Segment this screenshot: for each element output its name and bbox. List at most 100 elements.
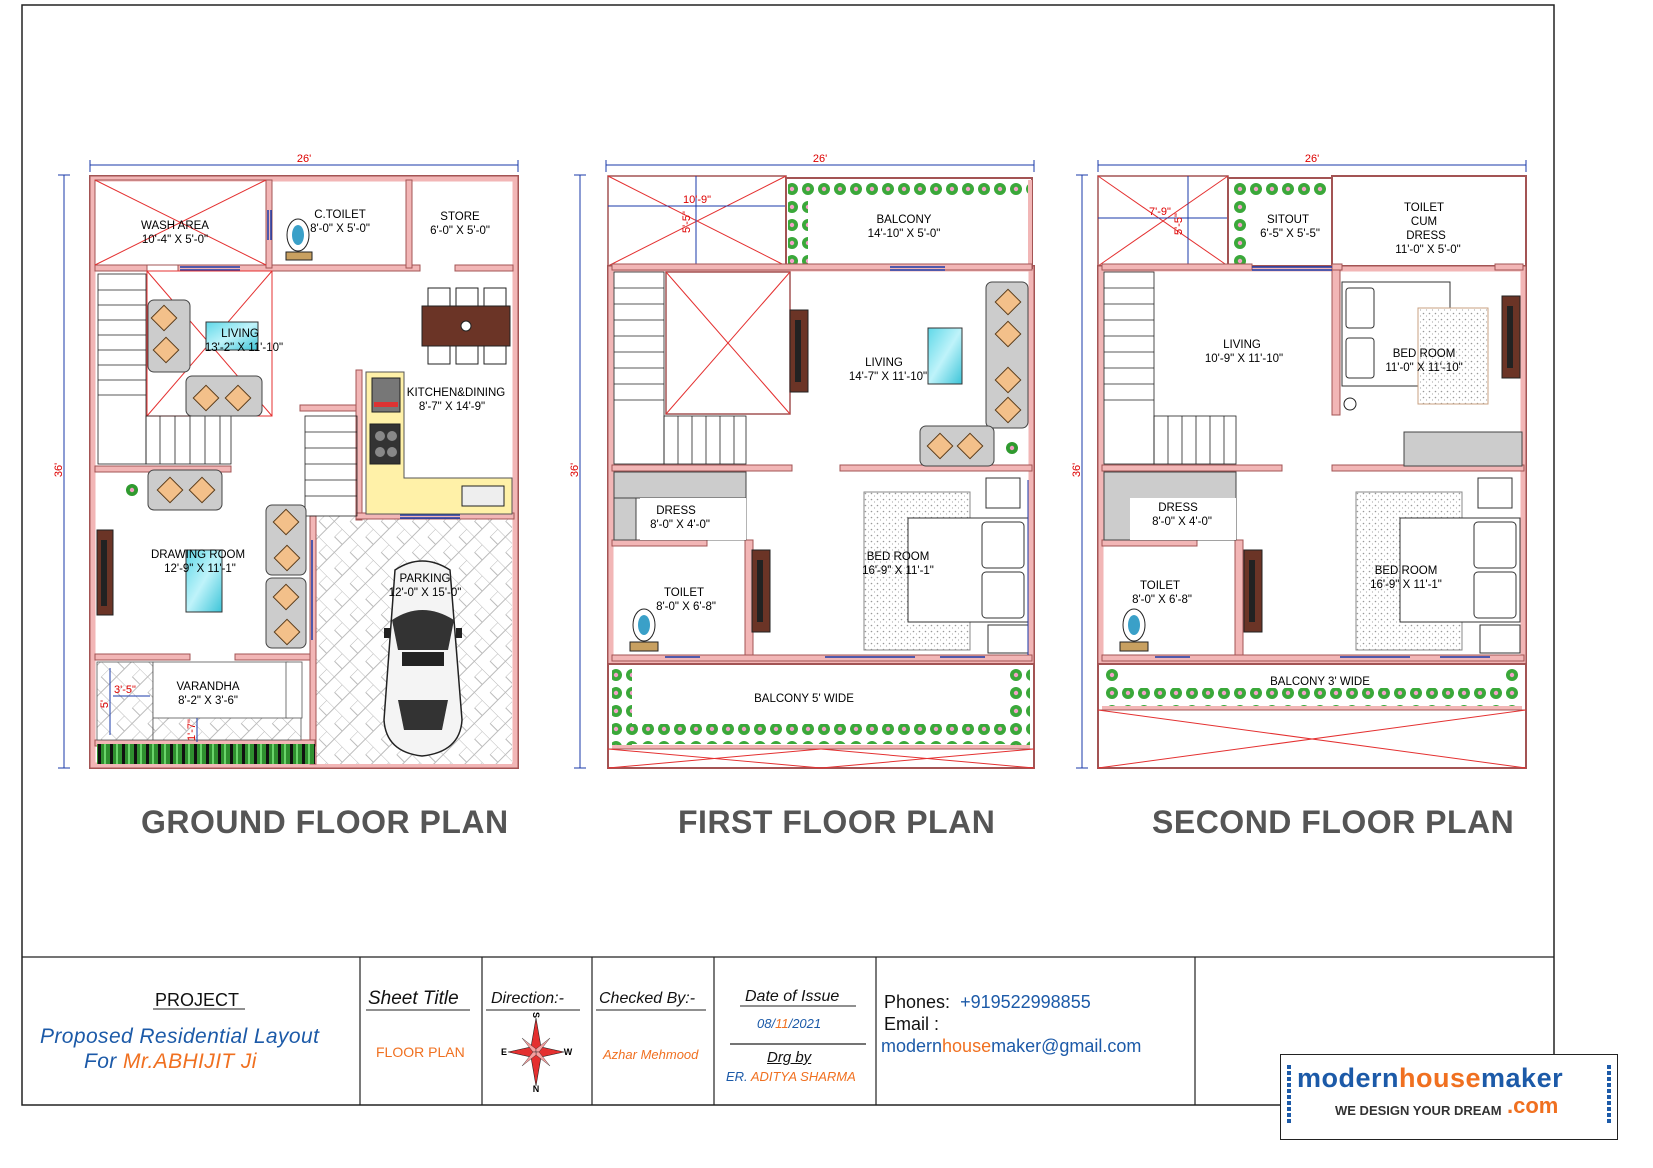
date-day: 08/ <box>757 1016 776 1031</box>
logo-part1: modern <box>1297 1063 1400 1093</box>
email-value[interactable]: modernhousemaker@gmail.com <box>881 1036 1141 1057</box>
ground-width-dim: 26' <box>297 153 311 165</box>
second-width-dim: 26' <box>1305 153 1319 165</box>
gf-dim-1-7: 1'-7" <box>186 719 198 741</box>
sf-dim-5-5: 5'-5" <box>1173 213 1185 235</box>
email-part3: maker@gmail.com <box>991 1036 1142 1056</box>
ff-dress-label: DRESS <box>656 505 696 517</box>
sf-living-label: LIVING <box>1223 339 1261 351</box>
ff-toilet-label: TOILET <box>664 587 704 599</box>
compass-s: N <box>533 1084 540 1094</box>
date-of-issue-value: 08/11/2021 <box>757 1016 821 1031</box>
checked-by-label: Checked By:- <box>599 990 696 1007</box>
sf-bedroom-top-label: BED ROOM <box>1393 348 1456 360</box>
second-depth-dim: 36' <box>1071 463 1083 477</box>
ground-hedge <box>97 744 315 764</box>
drg-by-label: Drg by <box>767 1049 812 1066</box>
logo-dotcom: .com <box>1507 1093 1559 1118</box>
ff-toilet-size: 8'-0" X 6'-8" <box>656 601 716 613</box>
phones-row: Phones: +919522998855 <box>884 992 1091 1013</box>
dining-table <box>421 287 511 365</box>
ff-balcony-label: BALCONY <box>877 214 932 226</box>
compass-w: E <box>501 1047 507 1057</box>
sf-toilet-cum-dress-line1: TOILET <box>1404 202 1444 214</box>
ff-front-balcony-label: BALCONY 5' WIDE <box>754 693 854 705</box>
compass-n: S <box>531 1012 541 1018</box>
gf-store-size: 6'-0" X 5'-0" <box>430 225 490 237</box>
living-sofa-set <box>147 299 263 417</box>
sf-sitout-size: 6'-5" X 5'-5" <box>1260 228 1320 240</box>
logo-part3: maker <box>1481 1063 1564 1093</box>
ground-floor-plan: 26' 36' <box>53 153 519 769</box>
sf-dress-size: 8'-0" X 4'-0" <box>1152 516 1212 528</box>
compass-e: W <box>564 1047 573 1057</box>
sf-toilet-size: 8'-0" X 6'-8" <box>1132 594 1192 606</box>
gf-drawing-label: DRAWING ROOM <box>151 549 245 561</box>
drg-prefix: ER. <box>726 1069 751 1084</box>
gf-wash-area-size: 10'-4" X 5'-0" <box>142 234 208 246</box>
sf-living-size: 10'-9" X 11'-10" <box>1205 353 1283 365</box>
gf-varandha-label: VARANDHA <box>176 681 239 693</box>
compass-rose: S N E W <box>501 1012 573 1094</box>
sf-dim-7-9: 7'-9" <box>1149 206 1171 218</box>
gf-dim-3-5: 3'-5" <box>114 684 136 696</box>
ff-bedroom-label: BED ROOM <box>867 551 930 563</box>
title-block-frame <box>22 956 1554 1105</box>
ff-living-label: LIVING <box>865 357 903 369</box>
gf-varandha-size: 8'-2" X 3'-6" <box>178 695 238 707</box>
ff-dress-size: 8'-0" X 4'-0" <box>650 519 710 531</box>
ground-toilet-fixture <box>285 218 313 261</box>
ff-dim-10-9: 10'-9" <box>683 194 711 206</box>
project-line2-prefix: For <box>84 1050 123 1073</box>
parking-car <box>383 560 463 757</box>
first-width-dim: 26' <box>813 153 827 165</box>
sf-bedroom-size: 16'-9" X 11'-1" <box>1370 579 1442 591</box>
gf-drawing-size: 12'-9" X 11'-1" <box>164 563 236 575</box>
logo-part2: house <box>1399 1063 1482 1093</box>
first-depth-dim: 36' <box>569 463 581 477</box>
project-line2: For Mr.ABHIJIT Ji <box>84 1050 257 1074</box>
sf-dress-label: DRESS <box>1158 502 1198 514</box>
date-month: 11 <box>775 1016 789 1031</box>
logo-wordmark: modernhousemaker <box>1297 1063 1563 1094</box>
sf-toilet-label: TOILET <box>1140 580 1180 592</box>
ff-dim-5-5: 5'-5" <box>681 211 693 233</box>
project-line1: Proposed Residential Layout <box>40 1025 320 1048</box>
phones-value[interactable]: +919522998855 <box>960 992 1091 1012</box>
gf-ctoilet-size: 8'-0" X 5'-0" <box>310 223 370 235</box>
drg-name: ADITYA SHARMA <box>750 1069 856 1084</box>
sf-bedroom-top-size: 11'-0" X 11'-10" <box>1385 362 1462 374</box>
gf-kitchen-size: 8'-7" X 14'-9" <box>419 401 485 413</box>
gf-living-size: 13'-2" X 11'-10" <box>205 342 283 354</box>
drawing-sofa-set <box>96 469 307 649</box>
email-part1: modern <box>881 1036 943 1056</box>
project-label: PROJECT <box>155 990 240 1010</box>
email-label: Email : <box>884 1014 940 1034</box>
gf-parking-label: PARKING <box>400 573 451 585</box>
gf-store-label: STORE <box>440 211 480 223</box>
company-logo: modernhousemaker WE DESIGN YOUR DREAM .c… <box>1280 1054 1618 1140</box>
gf-dim-5: 5' <box>99 700 111 708</box>
ground-depth-dim: 36' <box>53 463 65 477</box>
first-floor-plan: 26' 36' 10'-9" 5'-5" <box>569 153 1035 769</box>
first-floor-plan-title: FIRST FLOOR PLAN <box>678 804 996 840</box>
sf-front-balcony-label: BALCONY 3' WIDE <box>1270 676 1370 688</box>
email-part2: house <box>942 1036 992 1056</box>
logo-right-bars <box>1607 1065 1611 1125</box>
second-floor-plan: 26' 36' 7'-9" 5'-5" <box>1071 153 1527 769</box>
gf-kitchen-label: KITCHEN&DINING <box>407 387 505 399</box>
logo-left-bars <box>1287 1065 1291 1125</box>
ground-floor-plan-title: GROUND FLOOR PLAN <box>141 804 509 840</box>
drg-by-value: ER. ADITYA SHARMA <box>726 1069 856 1084</box>
sheet-border <box>21 4 1555 1106</box>
gf-ctoilet-label: C.TOILET <box>314 209 366 221</box>
sf-sitout-label: SITOUT <box>1267 214 1309 226</box>
phones-label: Phones: <box>884 992 951 1012</box>
sf-toilet-cum-dress-size: 11'-0" X 5'-0" <box>1395 244 1460 256</box>
logo-tagline: WE DESIGN YOUR DREAM <box>1335 1103 1502 1118</box>
date-of-issue-label: Date of Issue <box>745 988 840 1005</box>
sf-toilet-cum-dress-line3: DRESS <box>1406 230 1446 242</box>
direction-label: Direction:- <box>491 990 564 1007</box>
sf-bedroom-label: BED ROOM <box>1375 565 1438 577</box>
